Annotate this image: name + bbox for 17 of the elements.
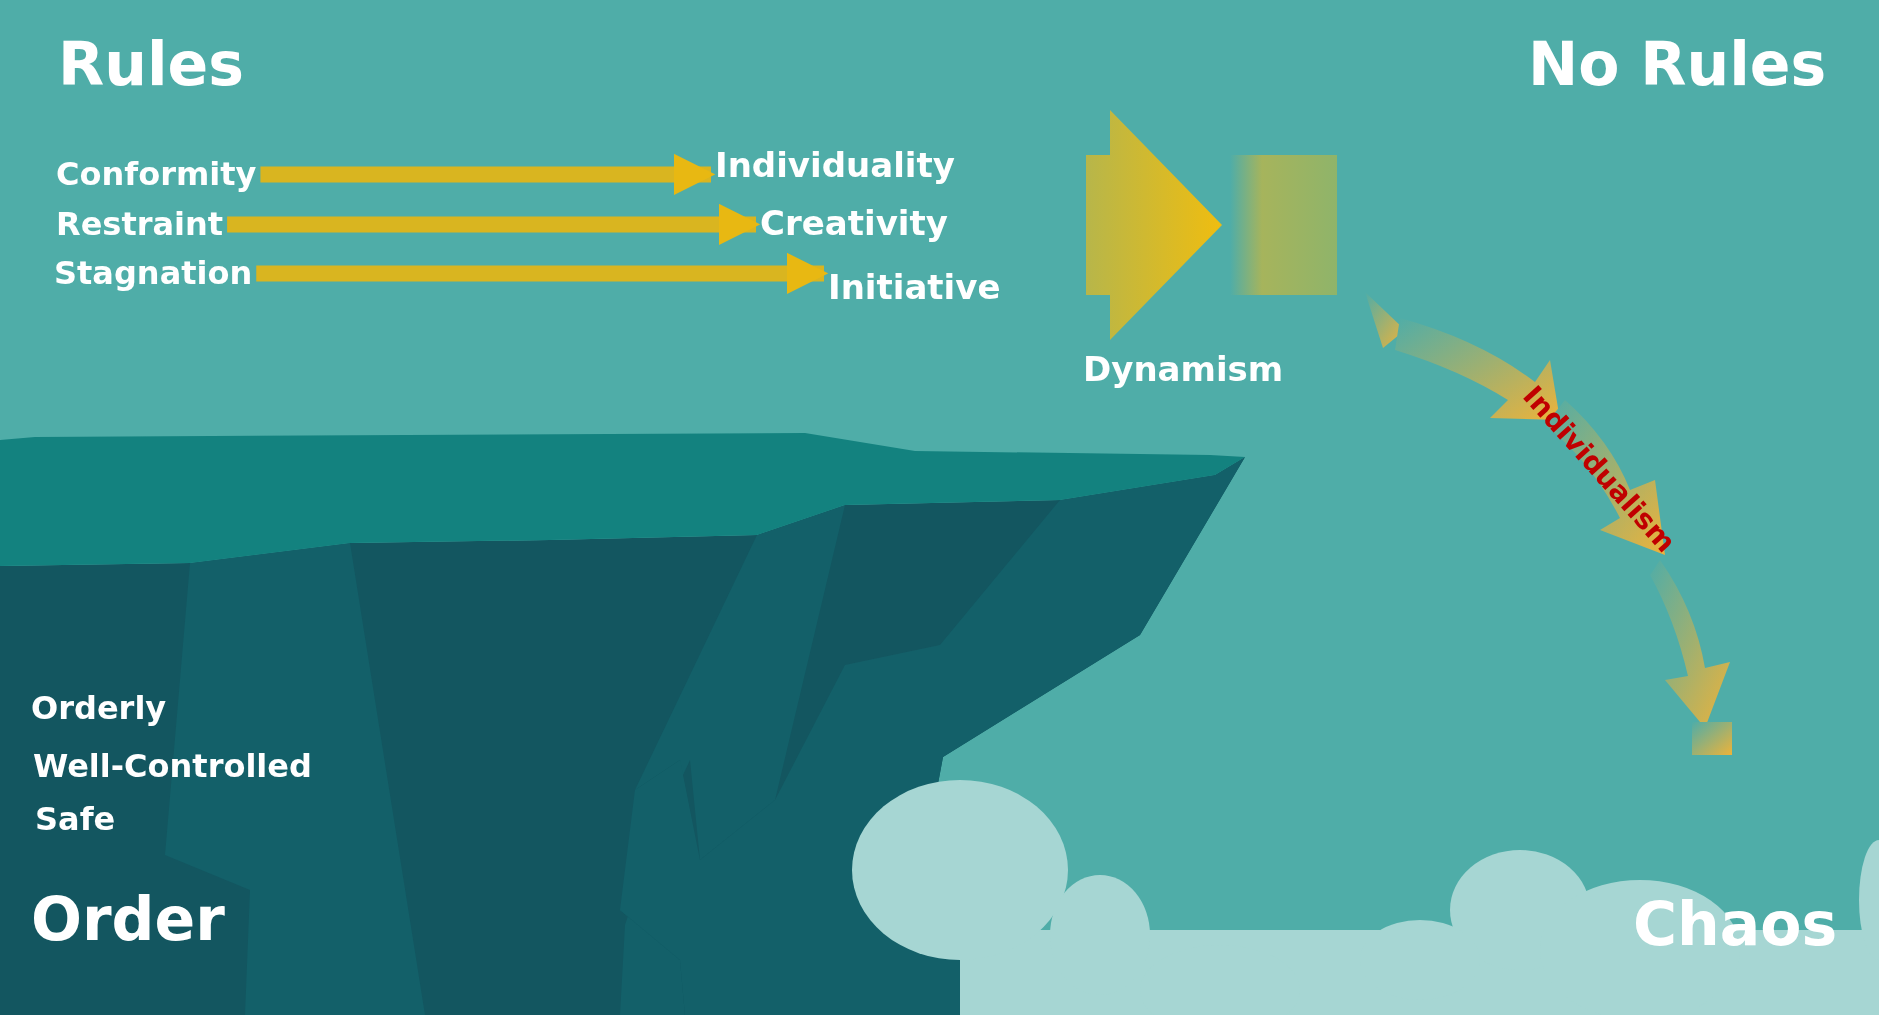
arrow bbox=[227, 203, 761, 246]
node-label: Conformity bbox=[56, 156, 257, 193]
arrow bbox=[260, 153, 716, 196]
label: Orderly bbox=[31, 690, 167, 727]
node-label: Restraint bbox=[56, 206, 224, 243]
heading: Rules bbox=[58, 30, 244, 99]
label: Safe bbox=[35, 801, 116, 838]
node-label: Individuality bbox=[715, 146, 955, 186]
node-label: Creativity bbox=[760, 204, 948, 244]
node-label: Initiative bbox=[828, 268, 1001, 308]
node-label: Stagnation bbox=[54, 255, 253, 292]
label: Well-Controlled bbox=[33, 748, 312, 785]
heading: Chaos bbox=[1633, 890, 1838, 959]
label: Dynamism bbox=[1083, 350, 1284, 390]
arrow bbox=[256, 252, 829, 295]
heading: No Rules bbox=[1528, 30, 1827, 99]
heading: Order bbox=[31, 885, 225, 954]
